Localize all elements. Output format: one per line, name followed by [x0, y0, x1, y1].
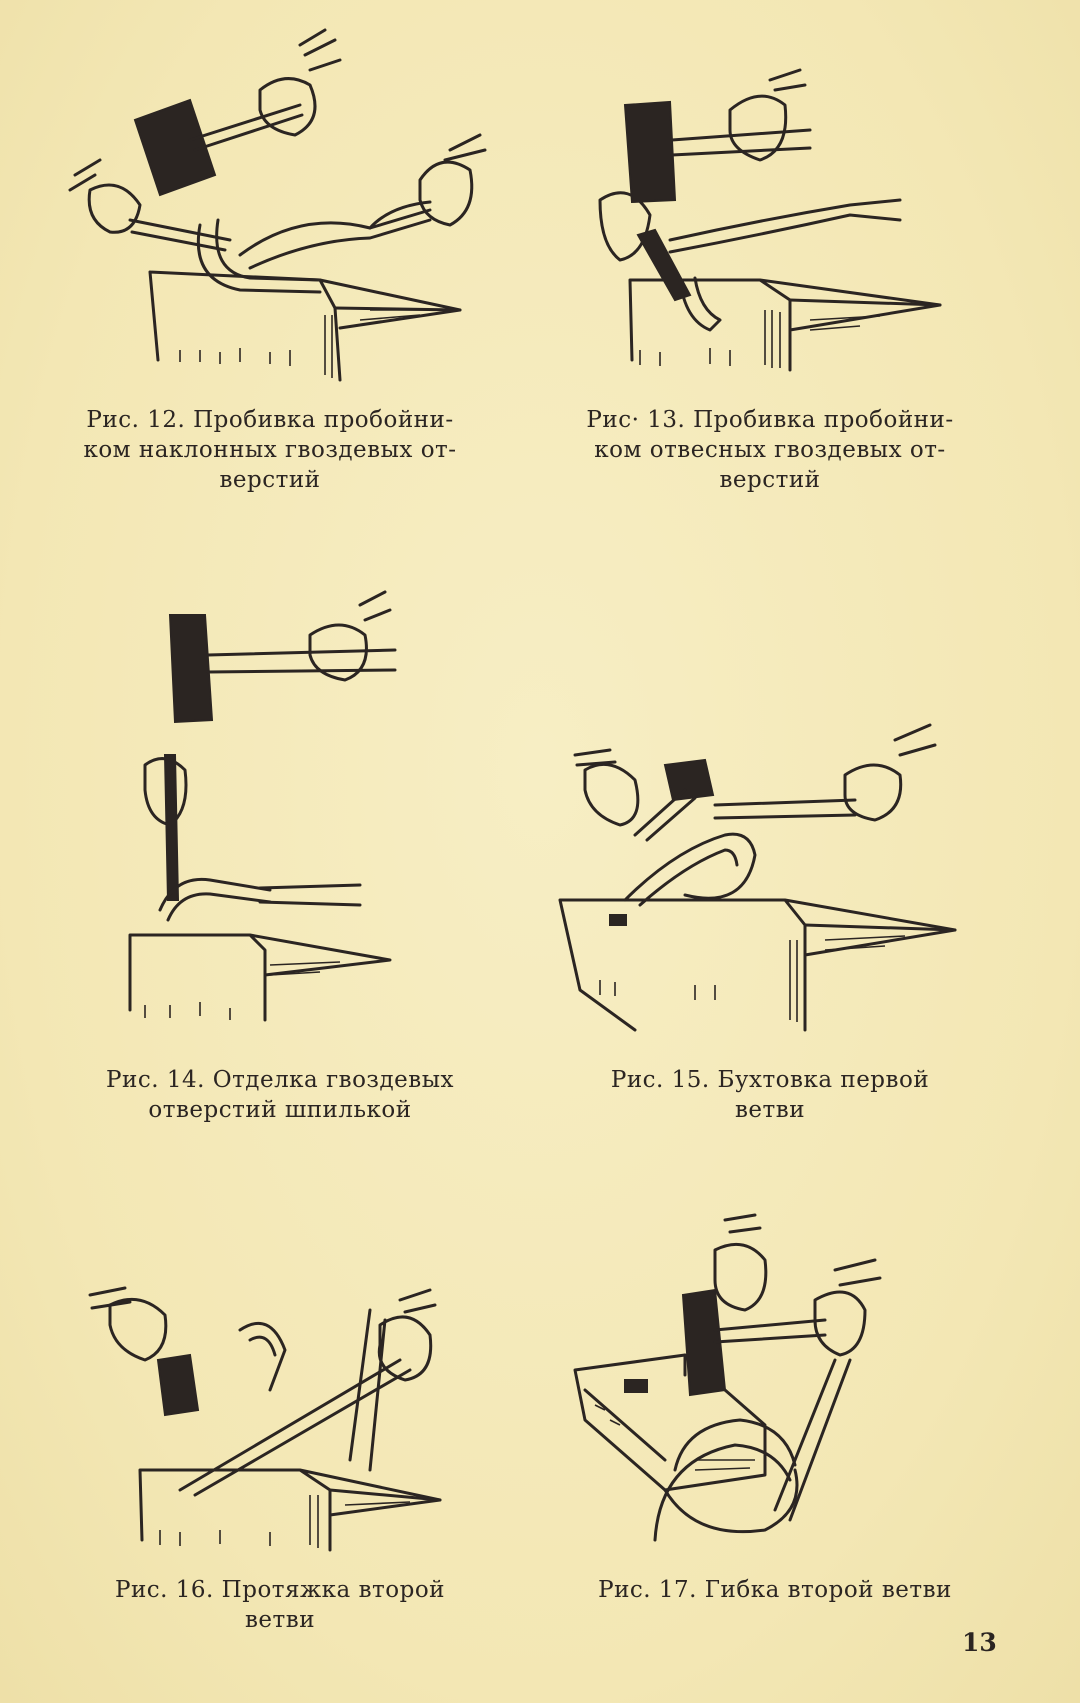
- caption-line: ветви: [734, 1097, 806, 1123]
- figure-16-caption: Рис. 16. Протяжка второй ветви: [60, 1575, 500, 1635]
- caption-line: ветви: [244, 1607, 316, 1633]
- figure-13-caption: Рис· 13. Пробивка пробойни- ком отвесных…: [560, 405, 980, 495]
- caption-line: Рис· 13. Пробивка пробойни-: [586, 407, 954, 433]
- figure-15-caption: Рис. 15. Бухтовка первой ветви: [560, 1065, 980, 1125]
- page-number: 13: [962, 1628, 997, 1657]
- caption-line: Рис. 17. Гибка второй ветви: [598, 1577, 952, 1603]
- figure-17-illustration: [565, 1210, 985, 1560]
- caption-line: Рис. 16. Протяжка второй: [114, 1577, 446, 1603]
- caption-line: Рис. 15. Бухтовка первой: [610, 1067, 930, 1093]
- figure-13-illustration: [560, 30, 960, 380]
- figure-16-illustration: [70, 1250, 470, 1560]
- figure-14-illustration: [120, 580, 450, 1040]
- figure-12-caption: Рис. 12. Пробивка пробойни- ком наклонны…: [60, 405, 480, 495]
- figure-14-caption: Рис. 14. Отделка гвоздевых отверстий шпи…: [60, 1065, 500, 1125]
- figure-15-illustration: [555, 700, 975, 1040]
- figure-12-illustration: [40, 10, 500, 390]
- caption-line: Рис. 14. Отделка гвоздевых: [106, 1067, 454, 1093]
- caption-line: отверстий шпилькой: [148, 1097, 412, 1123]
- caption-line: ком отвесных гвоздевых от-: [594, 437, 946, 463]
- caption-line: верстий: [719, 467, 821, 493]
- caption-line: ком наклонных гвоздевых от-: [83, 437, 457, 463]
- caption-line: Рис. 12. Пробивка пробойни-: [86, 407, 454, 433]
- caption-line: верстий: [219, 467, 321, 493]
- figure-17-caption: Рис. 17. Гибка второй ветви: [565, 1575, 985, 1605]
